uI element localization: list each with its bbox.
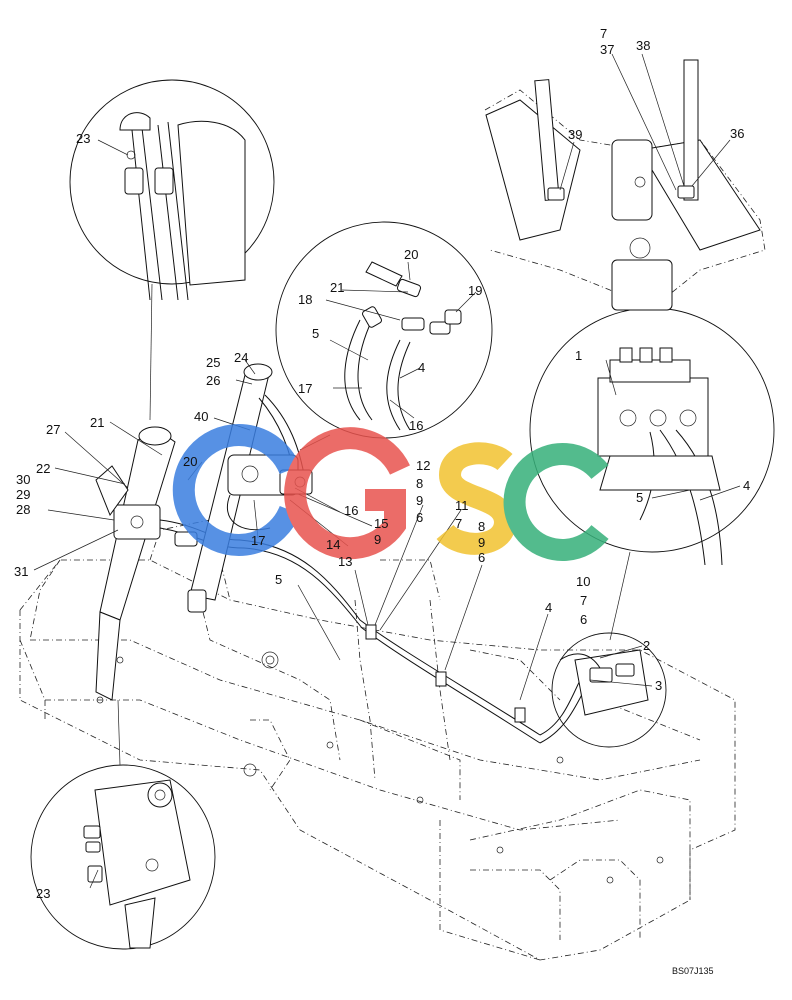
callout: 7 bbox=[455, 516, 462, 531]
callout: 20 bbox=[183, 454, 197, 469]
callout: 5 bbox=[275, 572, 282, 587]
callout: 12 bbox=[416, 458, 430, 473]
callout: 38 bbox=[636, 38, 650, 53]
callout: 8 bbox=[416, 476, 423, 491]
callout: 40 bbox=[194, 409, 208, 424]
drawing-code: BS07J135 bbox=[672, 966, 714, 976]
callout: 7 bbox=[600, 26, 607, 41]
callout: 5 bbox=[636, 490, 643, 505]
detail-view-fitting-top bbox=[69, 79, 275, 421]
callout: 39 bbox=[568, 127, 582, 142]
callout: 21 bbox=[330, 280, 344, 295]
callout: 23 bbox=[36, 886, 50, 901]
callout: 26 bbox=[206, 373, 220, 388]
rear-linkage-assembly bbox=[484, 59, 766, 311]
callout: 24 bbox=[234, 350, 248, 365]
watermark-g-blue bbox=[172, 424, 301, 556]
callout-labels: 1 2 3 4 4 4 5 5 5 6 6 6 7 7 7 8 8 9 9 9 … bbox=[14, 26, 750, 901]
callout: 30 bbox=[16, 472, 30, 487]
callout: 17 bbox=[298, 381, 312, 396]
callout: 3 bbox=[655, 678, 662, 693]
leader-lines bbox=[33, 53, 741, 889]
callout: 36 bbox=[730, 126, 744, 141]
callout: 16 bbox=[344, 503, 358, 518]
callout: 22 bbox=[36, 461, 50, 476]
detail-view-cylinder-end bbox=[30, 699, 216, 950]
callout: 10 bbox=[576, 574, 590, 589]
callout: 9 bbox=[416, 493, 423, 508]
callout: 17 bbox=[251, 533, 265, 548]
main-hydraulic-hoses bbox=[239, 539, 597, 744]
callout: 5 bbox=[312, 326, 319, 341]
callout: 21 bbox=[90, 415, 104, 430]
watermark-s-yellow bbox=[436, 442, 517, 555]
watermark-c-green bbox=[503, 443, 609, 561]
callout: 9 bbox=[478, 535, 485, 550]
callout: 2 bbox=[643, 638, 650, 653]
callout: 23 bbox=[76, 131, 90, 146]
callout: 15 bbox=[374, 516, 388, 531]
callout: 14 bbox=[326, 537, 340, 552]
callout: 20 bbox=[404, 247, 418, 262]
callout: 8 bbox=[478, 519, 485, 534]
callout: 11 bbox=[455, 498, 469, 513]
callout: 6 bbox=[416, 510, 423, 525]
callout: 9 bbox=[374, 532, 381, 547]
callout: 29 bbox=[16, 487, 30, 502]
callout: 28 bbox=[16, 502, 30, 517]
detail-view-hose-connections bbox=[275, 221, 493, 451]
callout: 25 bbox=[206, 355, 220, 370]
watermark-g-red bbox=[284, 427, 410, 560]
callout: 16 bbox=[409, 418, 423, 433]
callout: 18 bbox=[298, 292, 312, 307]
callout: 7 bbox=[580, 593, 587, 608]
callout: 6 bbox=[478, 550, 485, 565]
callout: 27 bbox=[46, 422, 60, 437]
callout: 19 bbox=[468, 283, 482, 298]
callout: 4 bbox=[418, 360, 425, 375]
callout: 13 bbox=[338, 554, 352, 569]
detail-view-bracket bbox=[551, 632, 667, 748]
watermark-logo bbox=[172, 424, 609, 561]
callout: 1 bbox=[575, 348, 582, 363]
callout: 4 bbox=[545, 600, 552, 615]
lift-cylinder-assembly bbox=[95, 426, 245, 701]
callout: 4 bbox=[743, 478, 750, 493]
callout: 31 bbox=[14, 564, 28, 579]
detail-view-control-valve bbox=[529, 307, 775, 641]
callout: 37 bbox=[600, 42, 614, 57]
callout: 6 bbox=[580, 612, 587, 627]
